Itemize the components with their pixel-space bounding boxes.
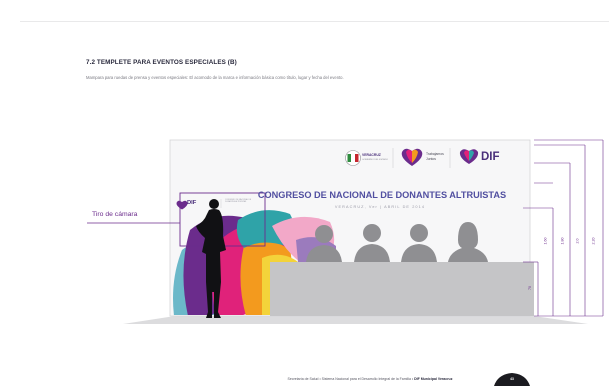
footer-text: Secretaría de Salud • Sistema Nacional p…: [287, 377, 415, 381]
dim-label-70: 70: [528, 286, 532, 290]
dim-label-180: 1.80: [560, 237, 565, 245]
veracruz-seal-icon: [345, 150, 361, 166]
veracruz-logo-text: VERACRUZ: [362, 153, 381, 157]
silhouette-2: [354, 224, 390, 262]
panel-silhouettes: [306, 222, 488, 262]
page-footer: Secretaría de Salud • Sistema Nacional p…: [240, 377, 500, 381]
silhouette-1: [306, 225, 342, 262]
page-badge: [494, 373, 530, 386]
mini-caption: CONGRESO DE NACIONAL DE DONANTES ALTRUIS…: [225, 199, 252, 204]
dif-logo-text: DIF: [481, 151, 500, 163]
camera-person-silhouette: [196, 199, 226, 318]
veracruz-logo-tag: GOBIERNO DEL ESTADO: [362, 159, 389, 161]
footer-bold: DIF Municipal Veracruz: [414, 377, 453, 381]
mini-dif-icon: [176, 200, 188, 210]
dim-label-200: 2.0: [575, 238, 580, 244]
mini-dif-text: DIF: [187, 200, 197, 206]
heart-icon: [401, 148, 423, 166]
dim-label-160: 1.60: [543, 237, 548, 245]
silhouette-4: [448, 222, 488, 262]
section-description: Mampara para ruedas de prensa y eventos …: [86, 75, 344, 80]
page-number: 43: [510, 377, 514, 381]
banner-title: CONGRESO DE NACIONAL DE DONANTES ALTRUIS…: [257, 190, 507, 200]
banner-subtitle: VERACRUZ, Ver | ABRIL DE 2014: [334, 205, 426, 209]
trabajamos-logo-line2: Juntos: [426, 157, 436, 161]
dimension-lines: [523, 139, 604, 317]
dif-logo-icon: [459, 149, 479, 164]
press-table: [270, 262, 534, 316]
trabajamos-logo-line1: Trabajamos: [426, 152, 444, 156]
top-rule: [20, 21, 609, 22]
silhouette-3: [401, 224, 437, 262]
dim-label-220: 2.20: [591, 237, 596, 245]
floor-platform: [123, 316, 588, 324]
camera-shot-label: Tiro de cámara: [92, 211, 138, 218]
section-title: 7.2 TEMPLETE PARA EVENTOS ESPECIALES (B): [86, 59, 237, 66]
